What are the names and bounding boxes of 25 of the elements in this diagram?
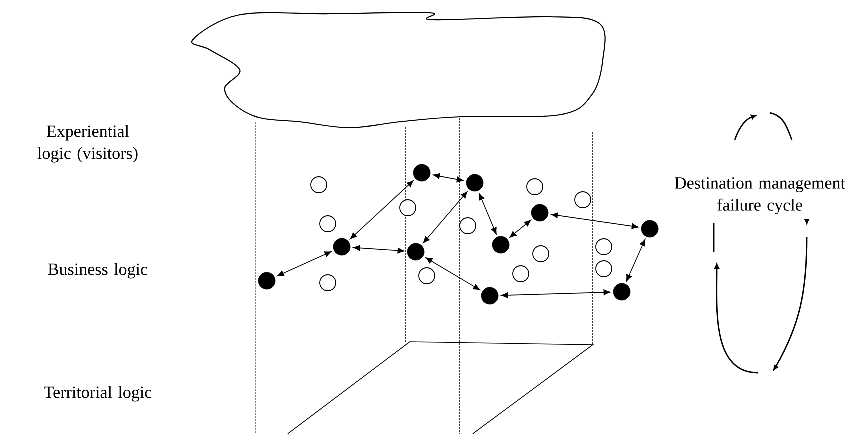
- arrow: [423, 192, 468, 244]
- arrow: [501, 290, 611, 298]
- dot: [531, 204, 549, 222]
- arrow: [426, 258, 480, 290]
- side-label: Experiential logic (visitors): [38, 125, 138, 163]
- arrow: [433, 173, 464, 183]
- arrow: [626, 239, 646, 282]
- arrow: [479, 193, 497, 235]
- dot: [641, 220, 659, 238]
- dot: [333, 238, 351, 256]
- dot: [481, 287, 499, 305]
- dot: [413, 164, 431, 182]
- arrow: [277, 251, 332, 277]
- dot: [613, 283, 631, 301]
- side-label: Business logic: [48, 263, 148, 279]
- dot: [466, 174, 484, 192]
- arrow: [350, 180, 414, 240]
- side-label: Destination management failure cycle: [675, 178, 846, 214]
- dot: [407, 243, 425, 261]
- dot: [492, 236, 510, 254]
- arrow: [353, 245, 405, 254]
- arrow: [510, 220, 532, 238]
- side-label: Territorial logic: [44, 386, 152, 402]
- arrow: [551, 212, 639, 230]
- dot: [258, 272, 276, 290]
